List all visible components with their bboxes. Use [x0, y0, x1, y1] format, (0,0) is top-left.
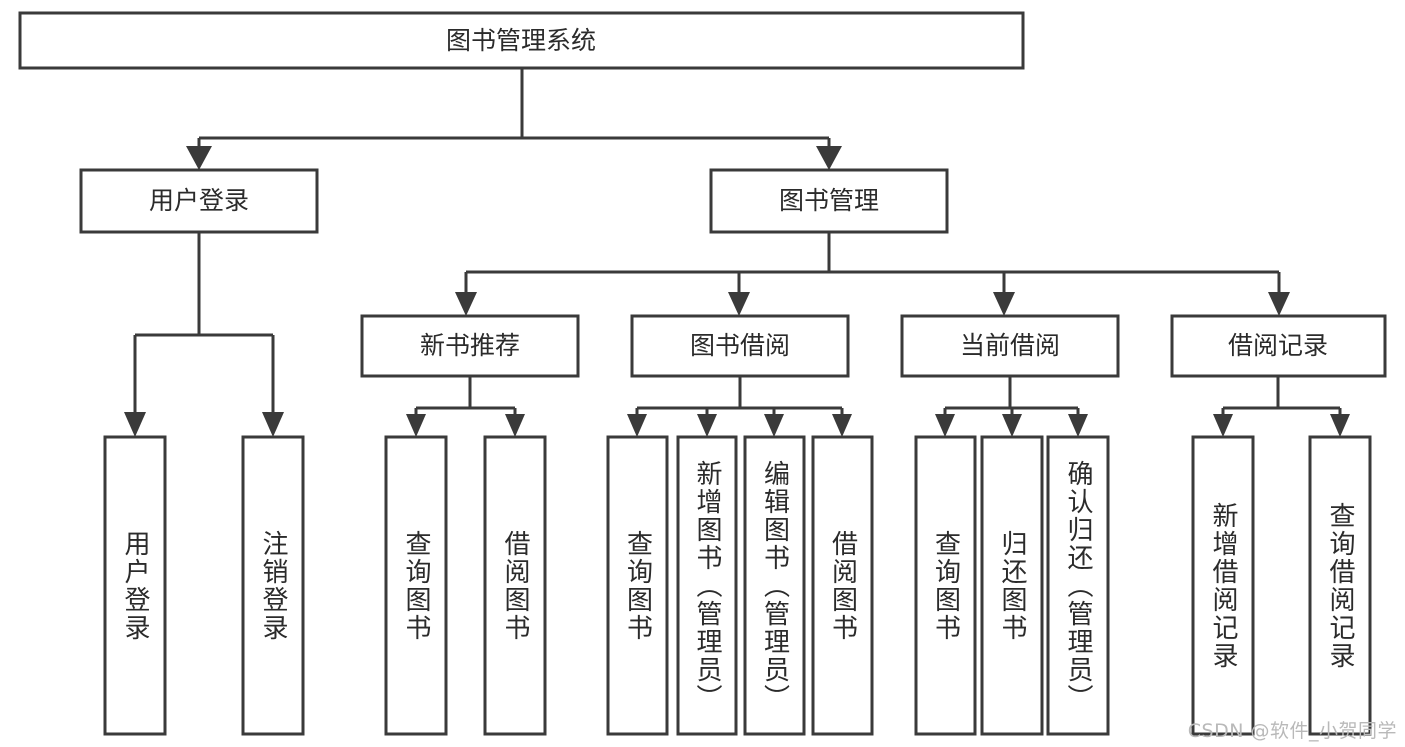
leaf-box-edit-book-admin[interactable] [743, 435, 806, 736]
connector-group-current-borrow [935, 376, 1088, 437]
watermark-text: CSDN @软件_小贺同学 [1187, 720, 1397, 742]
leaf-box-query-book-2[interactable] [606, 435, 669, 736]
node-book-management[interactable]: 图书管理 [709, 168, 949, 234]
node-borrow-record-label: 借阅记录 [1228, 331, 1328, 360]
arrow-head-leaf-confirm-return-admin [1068, 414, 1088, 437]
arrow-head-leaf-add-book-admin [697, 414, 717, 437]
node-book-borrow-label: 图书借阅 [690, 331, 790, 360]
arrow-head-leaf-borrow-book-1 [505, 414, 525, 437]
leaf-box-logout[interactable] [241, 435, 305, 736]
arrow-head-leaf-edit-book-admin [764, 414, 784, 437]
connector-group-root [186, 68, 842, 170]
leaf-box-borrow-book-1[interactable] [483, 435, 547, 736]
arrow-head-leaf-add-record [1213, 414, 1233, 437]
arrow-head-leaf-user-login [124, 412, 146, 437]
arrow-head-book-management [816, 146, 842, 170]
node-new-book-recommend[interactable]: 新书推荐 [360, 314, 580, 378]
node-root-box[interactable] [18, 11, 1025, 70]
node-user-login-label: 用户登录 [149, 186, 249, 215]
node-user-login[interactable]: 用户登录 [79, 168, 319, 234]
node-borrow-record-box[interactable] [1170, 314, 1387, 378]
node-book-management-box[interactable] [709, 168, 949, 234]
leaf-box-add-book-admin[interactable] [676, 435, 738, 736]
node-current-borrow[interactable]: 当前借阅 [900, 314, 1120, 378]
arrow-head-borrow-record [1268, 292, 1290, 316]
leaf-box-query-book-3[interactable] [914, 435, 977, 736]
arrow-head-leaf-query-record [1330, 414, 1350, 437]
arrow-head-leaf-query-book-3 [935, 414, 955, 437]
node-book-borrow[interactable]: 图书借阅 [630, 314, 850, 378]
arrow-head-leaf-borrow-book-2 [832, 414, 852, 437]
leaf-box-return-book[interactable] [980, 435, 1044, 736]
connector-group-new-book-recommend [406, 376, 525, 437]
node-root[interactable]: 图书管理系统 [18, 11, 1025, 70]
arrow-head-user-login [186, 146, 212, 170]
node-book-management-label: 图书管理 [779, 186, 879, 215]
node-user-login-box[interactable] [79, 168, 319, 234]
arrow-head-book-borrow [728, 292, 750, 316]
connector-group-book-borrow [627, 376, 852, 437]
leaf-box-query-book-1[interactable] [384, 435, 448, 736]
connector-group-book-management [455, 232, 1290, 316]
leaf-box-query-record[interactable] [1308, 435, 1372, 736]
node-new-book-recommend-box[interactable] [360, 314, 580, 378]
leaf-box-add-record[interactable] [1191, 435, 1255, 736]
arrow-head-leaf-return-book [1002, 414, 1022, 437]
arrow-head-new-book-recommend [455, 292, 477, 316]
node-current-borrow-box[interactable] [900, 314, 1120, 378]
node-current-borrow-label: 当前借阅 [960, 331, 1060, 360]
arrow-head-current-borrow [993, 292, 1015, 316]
connector-group-borrow-record [1213, 376, 1350, 437]
leaf-box-user-login[interactable] [103, 435, 167, 736]
arrow-head-leaf-logout [262, 412, 284, 437]
node-root-label: 图书管理系统 [446, 26, 596, 55]
node-new-book-recommend-label: 新书推荐 [420, 331, 520, 360]
leaf-box-borrow-book-2[interactable] [811, 435, 874, 736]
arrow-head-leaf-query-book-1 [406, 414, 426, 437]
leaf-boxes [103, 435, 1372, 736]
node-borrow-record[interactable]: 借阅记录 [1170, 314, 1387, 378]
node-book-borrow-box[interactable] [630, 314, 850, 378]
leaf-box-confirm-return-admin[interactable] [1046, 435, 1110, 736]
arrow-head-leaf-query-book-2 [627, 414, 647, 437]
connector-group-user-login [124, 232, 284, 437]
